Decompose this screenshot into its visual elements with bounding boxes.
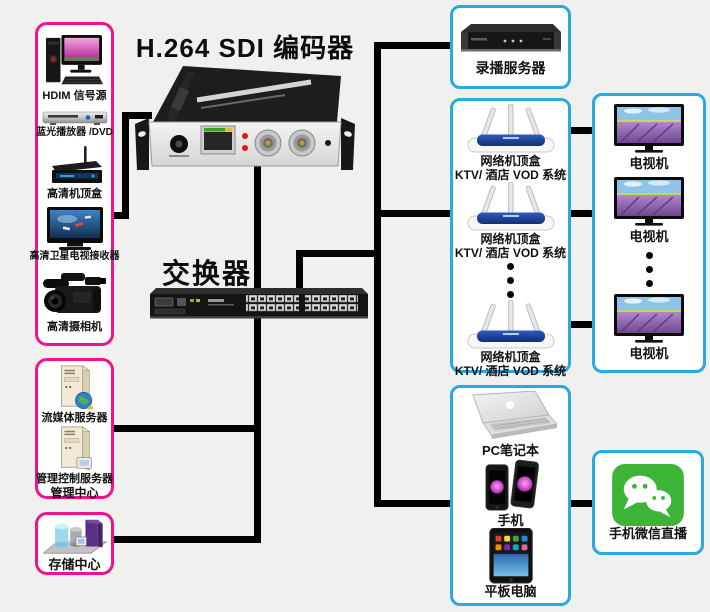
tv-icon xyxy=(614,104,684,153)
ethernet-switch-device xyxy=(150,288,368,319)
storage-icon xyxy=(42,519,108,554)
camcorder-icon xyxy=(42,272,106,313)
list-item-satellite-receiver: 高清卫星电视接收器 xyxy=(29,206,120,263)
label-management-center: 管理中心 xyxy=(50,485,99,500)
label-vod-system: KTV/ 酒店 VOD 系统 xyxy=(454,363,567,378)
label-recording-server: 录播服务器 xyxy=(475,59,546,76)
list-item-bluray-dvd: 蓝光播放器 /DVD xyxy=(36,109,113,139)
label-network-stb: 网络机顶盒 xyxy=(480,154,541,168)
line-servers-stub-h xyxy=(110,425,259,432)
wechat-group-box: 手机微信直播 xyxy=(592,450,704,555)
label-hd-stb: 高清机顶盒 xyxy=(47,187,102,200)
source-group-box: HDIM 信号源 蓝光播放器 /DVD xyxy=(30,22,120,346)
stb-group-box: 网络机顶盒 KTV/ 酒店 VOD 系统 网络机顶盒 KTV/ 酒店 VOD 系… xyxy=(450,98,571,378)
label-network-stb: 网络机顶盒 xyxy=(480,349,541,364)
line-branch-clients-h xyxy=(374,500,453,507)
label-tv: 电视机 xyxy=(629,346,669,362)
tv-group-box: 电视机 电视机 xyxy=(592,93,706,373)
label-management-server: 管理控制服务器 xyxy=(36,472,113,485)
label-hd-camera: 高清摄相机 xyxy=(47,320,102,333)
line-encoder-to-switch-v xyxy=(254,160,261,543)
label-tv: 电视机 xyxy=(629,229,669,245)
list-item-hd-stb: 高清机顶盒 xyxy=(46,145,104,201)
list-item-network-stb-3: 网络机顶盒 KTV/ 酒店 VOD 系统 xyxy=(454,299,567,378)
label-pc-laptop: PC笔记本 xyxy=(481,443,540,459)
line-source-to-encoder-h-top xyxy=(128,112,152,119)
label-vod-system: KTV/ 酒店 VOD 系统 xyxy=(454,246,567,261)
list-item-phone: 手机 xyxy=(480,459,542,528)
label-satellite-receiver: 高清卫星电视接收器 xyxy=(29,250,120,262)
tv-icon xyxy=(614,177,684,226)
list-item-hdim-source: HDIM 信号源 xyxy=(42,34,107,103)
label-network-stb: 网络机顶盒 xyxy=(480,232,541,247)
list-item-tv-3: 电视机 xyxy=(613,294,685,361)
label-vod-system: KTV/ 酒店 VOD 系统 xyxy=(454,168,567,183)
label-streaming-server: 流媒体服务器 xyxy=(41,412,108,424)
router-icon xyxy=(467,299,554,349)
line-branch-recording-h xyxy=(378,42,453,49)
list-item-streaming-server: 流媒体服务器 xyxy=(42,364,108,425)
label-tv: 电视机 xyxy=(629,156,669,172)
label-wechat-live: 手机微信直播 xyxy=(608,525,687,541)
list-item-wechat-live: 手机微信直播 xyxy=(608,463,687,541)
tablet-icon xyxy=(488,528,533,584)
list-item-network-stb-2: 网络机顶盒 KTV/ 酒店 VOD 系统 xyxy=(455,182,566,260)
line-clients-to-wechat-h xyxy=(569,500,595,507)
line-stb-to-tv2-h xyxy=(569,210,595,217)
dvd-player-icon xyxy=(42,112,107,126)
list-item-tablet: 平板电脑 xyxy=(484,528,538,599)
rack-server-icon xyxy=(460,23,561,52)
wechat-icon xyxy=(612,463,684,526)
line-stb-to-tv3-h xyxy=(569,321,595,328)
storage-group-box: 存储中心 xyxy=(35,512,114,575)
list-item-network-stb-1: 网络机顶盒 KTV/ 酒店 VOD 系统 xyxy=(455,104,566,182)
ellipsis-dots xyxy=(507,261,514,300)
satellite-receiver-icon xyxy=(46,206,103,250)
streaming-server-icon xyxy=(60,365,93,410)
list-item-tv-2: 电视机 xyxy=(613,177,685,244)
list-item-hd-camera: 高清摄相机 xyxy=(42,269,107,334)
desktop-pc-icon xyxy=(46,35,104,85)
recording-server-box: 录播服务器 xyxy=(450,5,571,89)
line-source-to-encoder-h-bottom xyxy=(107,212,124,219)
line-trunk-v xyxy=(374,42,381,507)
tv-icon xyxy=(614,294,684,343)
list-item-pc-laptop: PC笔记本 xyxy=(465,391,557,458)
laptop-icon xyxy=(471,391,557,440)
phones-icon xyxy=(485,459,539,511)
line-stb-to-tv1-h xyxy=(569,127,595,134)
label-tablet: 平板电脑 xyxy=(484,584,537,600)
switch-label: 交换器 xyxy=(162,258,253,289)
list-item-storage-center: 存储中心 xyxy=(42,517,108,572)
sdi-encoder-device xyxy=(135,66,355,170)
line-switch-up-v xyxy=(296,250,303,295)
line-storage-stub-h xyxy=(110,536,260,543)
list-item-management-server: 管理控制服务器 管理中心 xyxy=(36,425,113,500)
management-server-icon xyxy=(60,426,92,471)
label-phone: 手机 xyxy=(497,512,524,528)
router-icon xyxy=(467,104,554,153)
client-group-box: PC笔记本 手机 xyxy=(450,385,571,606)
line-branch-stb-h xyxy=(378,210,453,217)
line-switch-up-h xyxy=(296,250,381,257)
page-title: H.264 SDI 编码器 xyxy=(135,33,355,63)
list-item-recording-server: 录播服务器 xyxy=(459,18,563,77)
router-icon xyxy=(467,182,554,231)
label-storage-center: 存储中心 xyxy=(48,557,101,572)
ellipsis-dots xyxy=(645,250,653,289)
label-hdim-source: HDIM 信号源 xyxy=(42,90,107,103)
list-item-tv-1: 电视机 xyxy=(613,104,685,171)
line-source-to-encoder-v xyxy=(122,112,129,219)
server-group-box: 流媒体服务器 管理控制服务器 管理中心 xyxy=(35,358,114,500)
label-bluray-dvd: 蓝光播放器 /DVD xyxy=(36,127,113,139)
settop-box-icon xyxy=(51,145,102,183)
